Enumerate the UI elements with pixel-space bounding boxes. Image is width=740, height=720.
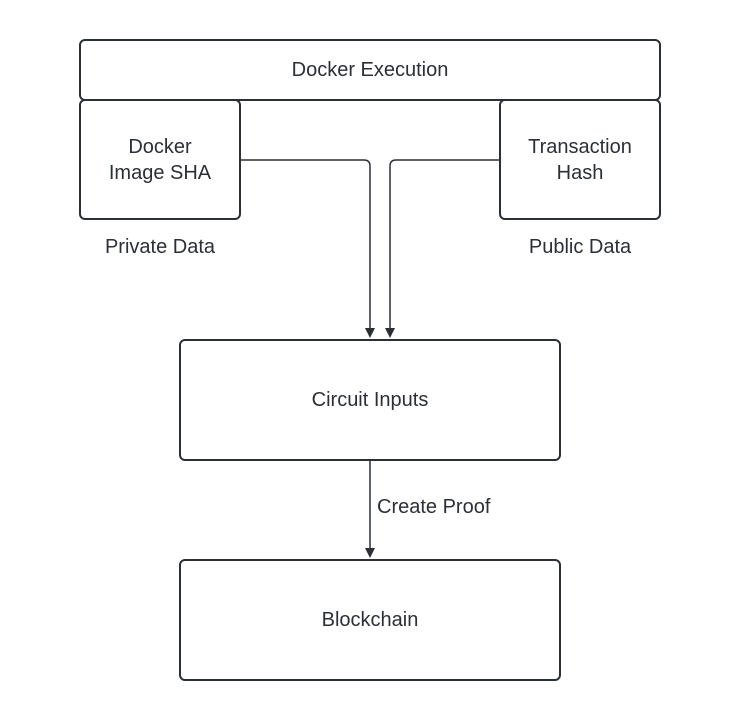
create-proof-label: Create Proof [377,496,491,518]
docker-execution-label: Docker Execution [291,59,449,81]
public-data-label: Public Data [528,236,632,258]
circuit-inputs-label: Circuit Inputs [311,389,429,411]
private-data-label: Private Data [104,236,216,258]
docker-execution-node: Docker Execution [79,39,661,101]
blockchain-node: Blockchain [179,559,561,681]
docker-image-sha-label: Docker Image SHA [108,135,212,184]
docker-image-sha-node: Docker Image SHA [79,99,241,220]
blockchain-label: Blockchain [321,609,419,631]
edge-transaction-hash-to-circuit-inputs [385,159,500,338]
circuit-inputs-node: Circuit Inputs [179,339,561,461]
edge-image-sha-to-circuit-inputs [240,159,375,338]
transaction-hash-label: Transaction Hash [528,135,632,184]
transaction-hash-node: Transaction Hash [499,99,661,220]
